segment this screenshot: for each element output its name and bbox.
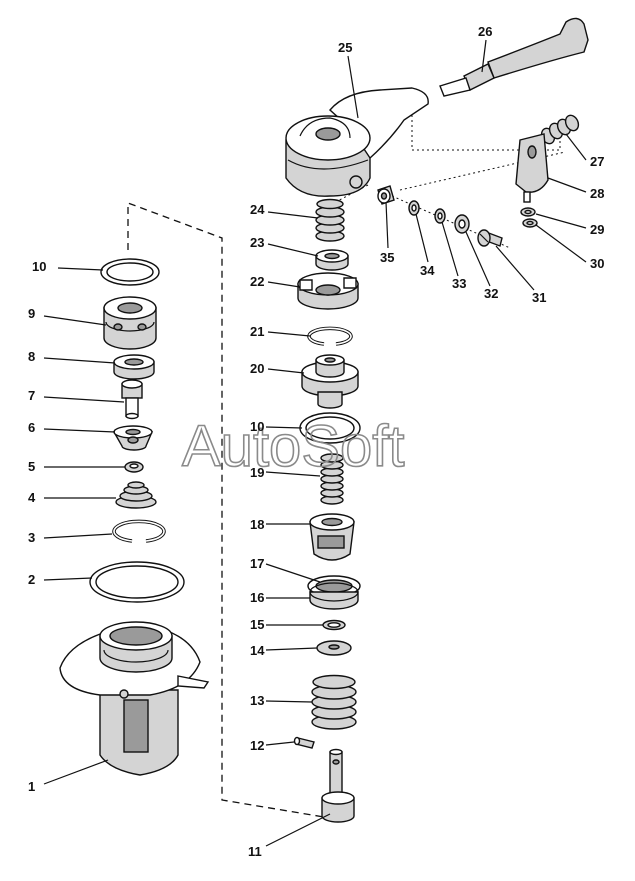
part-13-main-spring <box>311 674 357 730</box>
part-10-o-ring <box>100 258 160 286</box>
callout-25: 25 <box>338 40 352 55</box>
part-33-washer <box>434 208 446 224</box>
callout-19: 19 <box>250 465 264 480</box>
callout-5: 5 <box>28 459 35 474</box>
part-34-washer <box>408 200 420 216</box>
part-30-ring <box>522 218 538 228</box>
callout-34: 34 <box>420 263 435 278</box>
part-29-ring <box>520 207 536 217</box>
callout-24: 24 <box>250 202 265 217</box>
callout-33: 33 <box>452 276 466 291</box>
part-6-valve-seat <box>112 425 154 451</box>
callout-2: 2 <box>28 572 35 587</box>
part-12-pin <box>293 736 315 749</box>
part-5-washer <box>124 461 144 473</box>
part-4-conical-spring <box>115 481 157 509</box>
part-2-gasket <box>89 561 185 603</box>
callout-20: 20 <box>250 361 264 376</box>
part-7-valve-stem <box>121 379 143 420</box>
callout-10-second: 10 <box>250 419 264 434</box>
part-20-upper-piston <box>301 354 359 409</box>
part-9-piston <box>103 296 157 350</box>
callout-13: 13 <box>250 693 264 708</box>
part-3-circlip <box>112 519 166 543</box>
callout-29: 29 <box>590 222 604 237</box>
part-31-bolt <box>477 229 503 247</box>
callout-18: 18 <box>250 517 264 532</box>
callout-12: 12 <box>250 738 264 753</box>
part-23-spring-seat <box>315 249 349 271</box>
callout-27: 27 <box>590 154 604 169</box>
part-15-small-ring <box>322 619 346 631</box>
part-28-bracket <box>515 133 549 203</box>
callout-32: 32 <box>484 286 498 301</box>
callout-26: 26 <box>478 24 492 39</box>
part-21-circlip <box>307 326 353 346</box>
callout-9: 9 <box>28 306 35 321</box>
callout-23: 23 <box>250 235 264 250</box>
callout-31: 31 <box>532 290 546 305</box>
watermark-text: AutoSoft <box>182 414 404 479</box>
part-8-nut <box>113 354 155 380</box>
callout-3: 3 <box>28 530 35 545</box>
callout-6: 6 <box>28 420 35 435</box>
callout-14: 14 <box>250 643 265 658</box>
part-16-seal-holder <box>309 582 359 610</box>
callout-8: 8 <box>28 349 35 364</box>
part-22-plate <box>297 272 359 310</box>
part-26-handle-rod <box>439 17 589 97</box>
part-14-washer <box>316 640 352 656</box>
callouts: 10 9 8 7 6 5 4 3 2 1 24 23 22 21 20 10 1 <box>28 24 604 859</box>
callout-21: 21 <box>250 324 264 339</box>
part-27-small-spring <box>540 114 580 145</box>
callout-4: 4 <box>28 490 36 505</box>
callout-22: 22 <box>250 274 264 289</box>
part-19-spring <box>320 453 344 505</box>
callout-10: 10 <box>32 259 46 274</box>
callout-17: 17 <box>250 556 264 571</box>
callout-28: 28 <box>590 186 604 201</box>
part-1-valve-housing <box>59 621 210 776</box>
part-35-bushing <box>377 185 395 205</box>
callout-16: 16 <box>250 590 264 605</box>
callout-11: 11 <box>248 844 262 859</box>
callout-15: 15 <box>250 617 264 632</box>
part-18-sleeve <box>309 513 355 561</box>
callout-30: 30 <box>590 256 604 271</box>
callout-35: 35 <box>380 250 394 265</box>
callout-7: 7 <box>28 388 35 403</box>
part-25-upper-body <box>285 87 429 197</box>
part-11-plunger <box>321 748 355 823</box>
part-32-washer <box>454 214 470 234</box>
callout-1: 1 <box>28 779 35 794</box>
part-24-spring <box>315 198 345 242</box>
